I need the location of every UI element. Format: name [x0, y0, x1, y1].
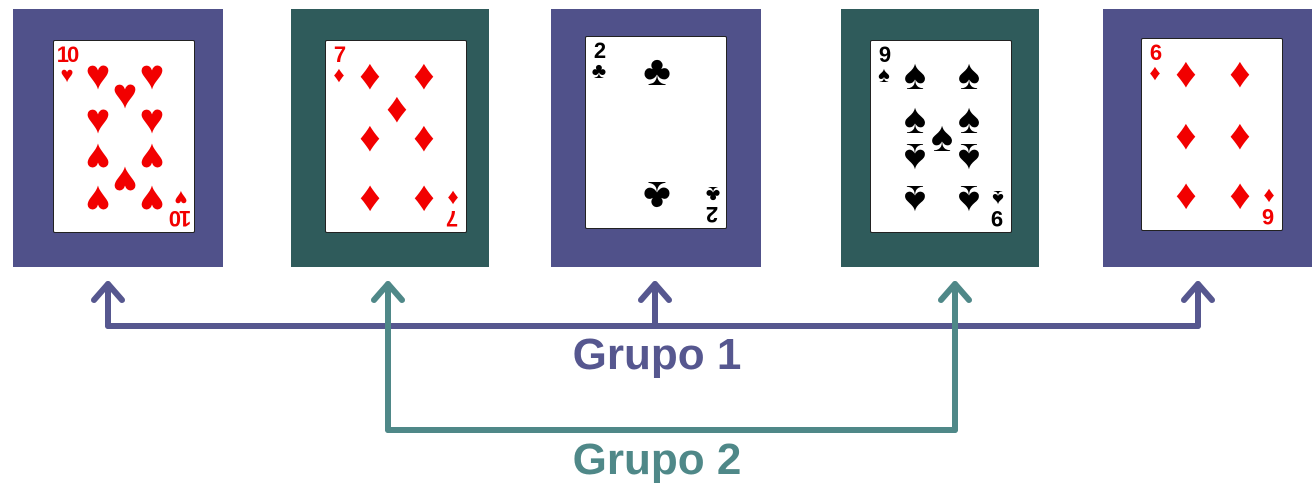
group1-connector: [94, 284, 1212, 326]
group2-label: Grupo 2: [573, 435, 742, 485]
group1-label: Grupo 1: [573, 330, 742, 380]
